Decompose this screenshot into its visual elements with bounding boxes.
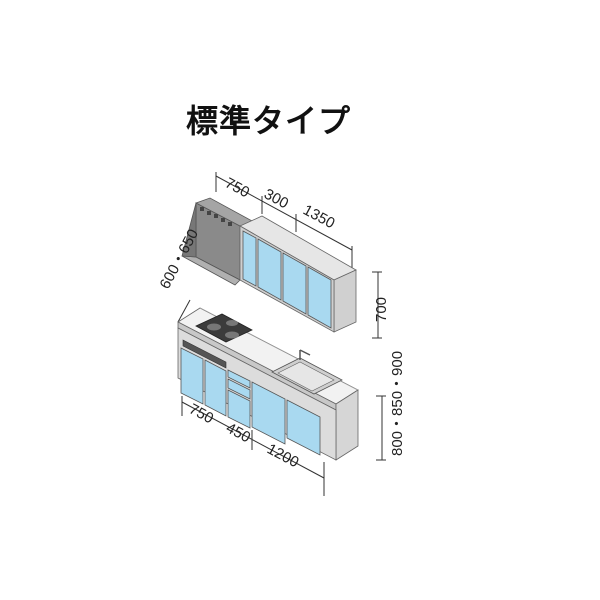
- base-dimension-lines: [181, 396, 325, 496]
- depth-line: [177, 299, 191, 323]
- base-height-label: 800・850・900: [389, 351, 406, 456]
- cooktop: [195, 313, 253, 343]
- upper-height-line: [372, 271, 382, 339]
- base-height-line: [376, 395, 386, 461]
- sink: [271, 349, 343, 395]
- base-right-width-label: 1200: [264, 441, 301, 472]
- wall-width-label: 1350: [300, 202, 337, 233]
- range-hood: [181, 197, 256, 286]
- upper-dimension-lines: [215, 172, 353, 268]
- base-doors: [180, 347, 321, 456]
- diagram-title: 標準タイプ: [186, 102, 352, 140]
- control-panel: [182, 339, 227, 369]
- tall-width-label: 300: [261, 186, 291, 213]
- upper-height-label: 700: [373, 297, 390, 322]
- hood-width-label: 750: [222, 175, 252, 202]
- upper-cabinet: [239, 215, 357, 333]
